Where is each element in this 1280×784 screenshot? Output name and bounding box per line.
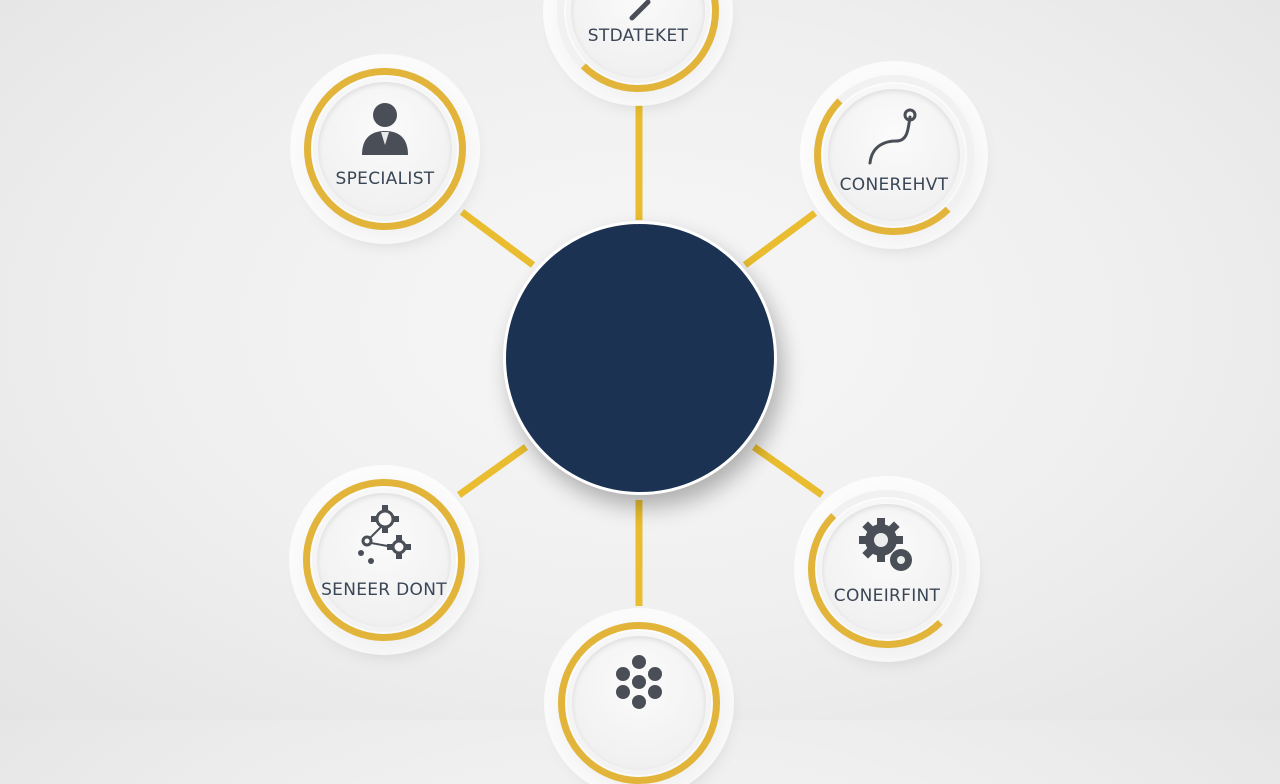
- dots-icon: [616, 655, 662, 709]
- node-label: CONEIRFINT: [833, 586, 941, 606]
- node-label: STDATEKET: [587, 26, 689, 46]
- gears-icon: [859, 518, 912, 571]
- node-ring: [808, 490, 966, 648]
- person-icon: [362, 103, 408, 155]
- node-label: CONEREHVT: [839, 175, 949, 195]
- node-inner: [828, 89, 960, 221]
- node-label: SENEER DONT: [321, 580, 447, 600]
- connector-lines: [456, 105, 825, 606]
- connector-lower-right: [751, 444, 825, 498]
- node-lower-right[interactable]: CONEIRFINT: [808, 490, 966, 648]
- node-upper-left[interactable]: SPECIALIST: [304, 68, 466, 230]
- node-label: SPECIALIST: [335, 169, 435, 189]
- node-ring: [303, 479, 465, 641]
- node-upper-right[interactable]: CONEREHVT: [814, 75, 974, 235]
- pencil-icon: [629, 0, 651, 21]
- node-lower-left[interactable]: SENEER DONT: [303, 479, 465, 641]
- connector-upper-right: [742, 210, 818, 268]
- connector-upper-left: [459, 209, 536, 268]
- gear-cluster-icon: [358, 505, 411, 564]
- curve-icon: [868, 108, 917, 165]
- node-bottom[interactable]: [558, 622, 720, 784]
- central-hub-circle: [503, 221, 777, 495]
- node-inner: [317, 493, 451, 627]
- node-ring: [814, 75, 974, 235]
- connector-lower-left: [456, 444, 529, 498]
- node-ring: [304, 68, 466, 230]
